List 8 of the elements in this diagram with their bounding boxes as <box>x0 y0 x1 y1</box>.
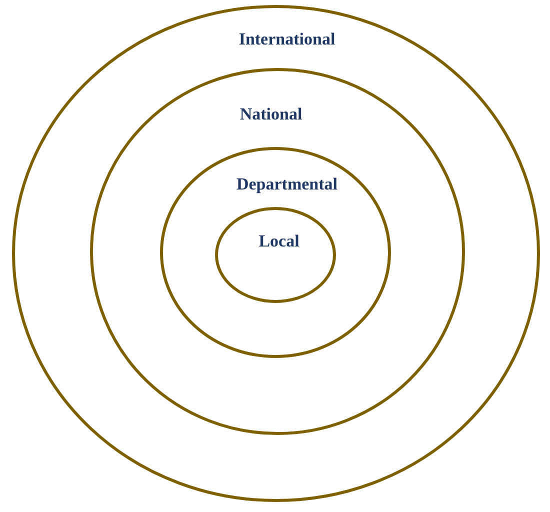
ellipse-ring <box>160 147 391 358</box>
ellipse-ring <box>12 5 540 502</box>
ring-label: Local <box>258 232 300 252</box>
ring-label: Departmental <box>236 176 338 194</box>
ellipse-ring <box>215 207 336 303</box>
ring-label: International <box>238 30 336 50</box>
ellipse-ring <box>90 68 465 435</box>
ring-label: National <box>240 106 302 124</box>
